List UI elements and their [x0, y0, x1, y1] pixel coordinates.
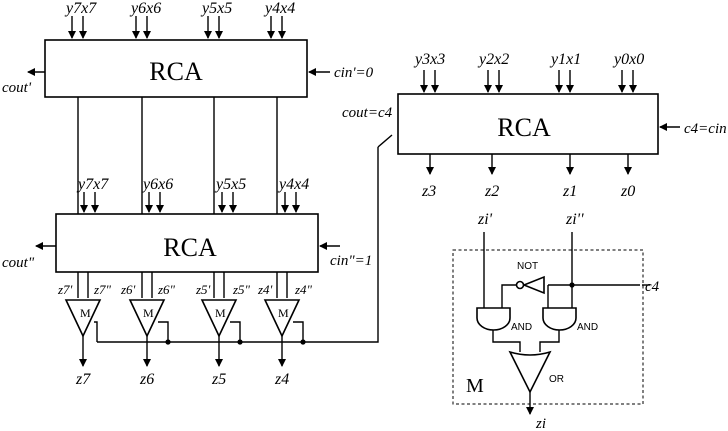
input-y4x4-top: y4x4: [263, 0, 295, 17]
and-left-to-or: [492, 330, 521, 352]
z6-prime-label: z6': [120, 282, 136, 297]
rca-bottom-inputs: y7x7 y6x6 y5x5 y4x4: [76, 176, 309, 213]
cin-double-prime-label: cin"=1: [330, 253, 372, 269]
not-output-wire: [501, 284, 516, 308]
output-z6: z6: [139, 371, 154, 388]
detail-zi-prime-label: zi': [477, 211, 493, 228]
mux-z4-label: M: [278, 306, 289, 320]
rca-right-label: RCA: [497, 113, 551, 142]
cout-double-prime-label: cout": [2, 255, 35, 271]
mux-z6: M z6: [128, 299, 166, 388]
not-gate: NOT: [515, 261, 545, 295]
input-y4x4-mid: y4x4: [277, 176, 309, 193]
z6-double-prime-label: z6": [157, 282, 176, 297]
mux-z4: M z4: [263, 299, 301, 388]
input-y6x6-mid: y6x6: [141, 176, 173, 193]
mux-detail-frame: [452, 249, 644, 405]
z5-prime-label: z5': [195, 282, 211, 297]
rca-bottom-label: RCA: [163, 233, 217, 262]
output-z5: z5: [211, 371, 226, 388]
z7-prime-label: z7': [57, 282, 73, 297]
c4-junction: [569, 282, 575, 288]
mux-z5-label: M: [215, 306, 226, 320]
detail-zi-output-label: zi: [535, 416, 546, 431]
mux-select-line: [94, 134, 393, 345]
input-y7x7-mid: y7x7: [76, 176, 109, 193]
output-z4: z4: [274, 371, 289, 388]
and-right-to-or: [539, 330, 560, 352]
rca-right-block: RCA: [397, 93, 659, 155]
cout-eq-c4-label: cout=c4: [342, 105, 393, 121]
not-gate-label: NOT: [517, 261, 538, 272]
input-y1x1: y1x1: [549, 51, 581, 68]
mux-z7-label: M: [80, 306, 91, 320]
rca-top-label: RCA: [149, 57, 203, 86]
input-y2x2: y2x2: [477, 51, 509, 68]
rca-right-outputs: z3 z2 z1 z0: [421, 154, 635, 200]
rca-bottom-block: RCA: [55, 213, 319, 273]
c4-eq-cin-label: c4=cin: [684, 121, 727, 137]
output-z0: z0: [620, 183, 635, 200]
mux-detail-m-label: M: [466, 375, 484, 397]
bottom-rca-to-mux-wires: [87, 272, 288, 298]
cin-prime-label: cin'=0: [334, 65, 374, 81]
and-gate-right: AND: [542, 307, 598, 333]
z4-double-prime-label: z4": [294, 282, 313, 297]
input-y6x6-top: y6x6: [129, 0, 161, 17]
rca-right-inputs: y3x3 y2x2 y1x1 y0x0: [413, 51, 644, 93]
and-left-label: AND: [511, 322, 532, 333]
detail-zi-double-prime-label: zi'': [565, 211, 584, 228]
output-z7: z7: [75, 371, 91, 388]
and-gate-left: AND: [476, 307, 532, 333]
and-right-label: AND: [577, 322, 598, 333]
rca-top-block: RCA: [44, 39, 308, 98]
input-y7x7-top: y7x7: [64, 0, 97, 17]
input-y3x3: y3x3: [413, 51, 445, 68]
mux-z6-label: M: [143, 306, 154, 320]
cout-prime-label: cout': [2, 80, 32, 96]
rca-top-inputs: y7x7 y6x6 y5x5 y4x4: [64, 0, 295, 39]
input-y0x0: y0x0: [612, 51, 644, 68]
output-z3: z3: [421, 183, 436, 200]
output-z1: z1: [562, 183, 577, 200]
input-y5x5-top: y5x5: [200, 0, 232, 17]
output-z2: z2: [484, 183, 499, 200]
z5-double-prime-label: z5": [232, 282, 251, 297]
mux-z5: M z5: [200, 299, 238, 388]
detail-c4-label: c4: [645, 279, 660, 295]
mux-z7: M z7: [64, 299, 102, 388]
z4-prime-label: z4': [257, 282, 273, 297]
mux-input-labels: z7' z7" z6' z6" z5' z5" z4' z4": [57, 282, 313, 297]
or-gate-label: OR: [549, 374, 564, 385]
input-y5x5-mid: y5x5: [214, 176, 246, 193]
z7-double-prime-label: z7": [93, 282, 112, 297]
or-gate: OR: [508, 350, 564, 394]
